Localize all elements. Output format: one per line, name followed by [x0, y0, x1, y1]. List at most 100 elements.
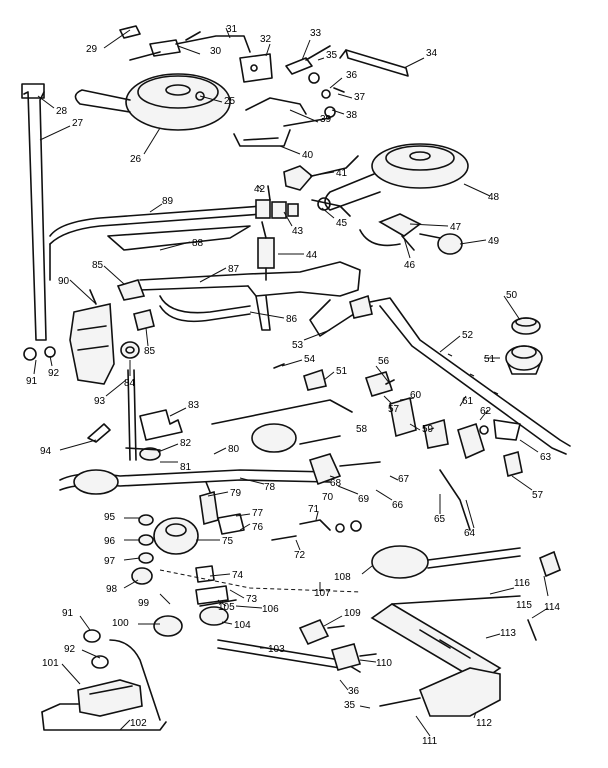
callout-90: 90	[58, 276, 70, 287]
bracket-40-part	[233, 129, 291, 147]
fitting-stack-95-98	[131, 514, 154, 585]
small-fitting-part	[321, 87, 345, 118]
callout-83: 83	[188, 400, 200, 411]
callout-29: 29	[86, 44, 98, 55]
callout-36-lower: 36	[348, 686, 360, 697]
callout-31: 31	[226, 24, 238, 35]
fitting-99	[153, 615, 183, 637]
callout-51-right: 51	[484, 354, 496, 365]
callout-59: 59	[422, 424, 434, 435]
callout-54: 54	[304, 354, 316, 365]
valve-69	[308, 453, 381, 486]
knob-51	[505, 345, 543, 375]
callout-26: 26	[130, 154, 142, 165]
callout-33: 33	[310, 28, 322, 39]
callout-35-lower: 35	[344, 700, 356, 711]
regulator-101	[77, 679, 143, 717]
callout-98: 98	[106, 584, 118, 595]
callout-36-top: 36	[346, 70, 358, 81]
callout-110: 110	[376, 658, 392, 669]
callout-25: 25	[224, 96, 236, 107]
callout-70: 70	[322, 492, 334, 503]
callout-80: 80	[228, 444, 240, 455]
valve-110	[330, 643, 377, 671]
tube-102	[41, 639, 167, 731]
callout-86: 86	[286, 314, 298, 325]
callout-109: 109	[344, 608, 361, 619]
callout-92-upper: 92	[48, 368, 60, 379]
manifold-tube-89	[49, 205, 263, 281]
callout-46: 46	[404, 260, 416, 271]
callout-89: 89	[162, 196, 174, 207]
callout-63: 63	[540, 452, 552, 463]
leader-lines	[33, 27, 549, 737]
callout-39: 39	[320, 114, 332, 125]
callout-53: 53	[292, 340, 304, 351]
plate-76	[217, 513, 245, 535]
callout-45: 45	[336, 218, 348, 229]
burner-part	[74, 73, 231, 131]
igniter-part	[285, 45, 331, 84]
callout-42: 42	[254, 184, 266, 195]
valve-114-115	[527, 550, 561, 641]
callout-62: 62	[480, 406, 492, 417]
valve-44	[257, 221, 275, 281]
burner-75	[153, 517, 199, 555]
callout-38: 38	[346, 110, 358, 121]
callout-111: 111	[422, 736, 438, 747]
tube-part	[21, 83, 47, 341]
callout-52: 52	[462, 330, 474, 341]
rod-93	[127, 369, 137, 461]
callout-50: 50	[506, 290, 518, 301]
bracket-part	[239, 53, 273, 83]
callout-27: 27	[72, 118, 84, 129]
callout-68: 68	[330, 478, 342, 489]
callout-labels: 29 30 31 32 33 34 35 36 37 38 25 28 27 2…	[26, 24, 560, 747]
callout-91-upper: 91	[26, 376, 38, 387]
callout-72: 72	[294, 550, 306, 561]
callout-87: 87	[228, 264, 240, 275]
callout-81: 81	[180, 462, 192, 473]
callout-34: 34	[426, 48, 438, 59]
callout-37: 37	[354, 92, 366, 103]
callout-96: 96	[104, 536, 116, 547]
callout-95: 95	[104, 512, 116, 523]
callout-69: 69	[358, 494, 370, 505]
mounting-strap-part	[339, 49, 409, 77]
burner-108	[371, 545, 521, 579]
cap-50	[511, 317, 541, 335]
callout-113: 113	[500, 628, 516, 639]
burner-80	[211, 399, 353, 453]
small-parts-73-74	[195, 565, 229, 605]
callout-115: 115	[516, 600, 532, 611]
callout-49: 49	[488, 236, 500, 247]
callout-91-lower: 91	[62, 608, 74, 619]
callout-103: 103	[268, 644, 285, 655]
orifice-tube-88	[107, 225, 251, 251]
callout-57-upper: 57	[388, 404, 400, 415]
callout-92-lower: 92	[64, 644, 76, 655]
callout-82: 82	[180, 438, 192, 449]
callout-64: 64	[464, 528, 476, 539]
tube-86	[159, 295, 251, 323]
callout-77: 77	[252, 508, 264, 519]
callout-97: 97	[104, 556, 116, 567]
callout-58: 58	[356, 424, 368, 435]
callout-114: 114	[544, 602, 560, 613]
manifold-113-116	[370, 595, 521, 683]
callout-106: 106	[262, 604, 279, 615]
callout-102: 102	[130, 718, 147, 729]
manifold-87	[139, 261, 361, 331]
small-parts-54-51	[273, 363, 327, 391]
callout-40: 40	[302, 150, 314, 161]
tube-52	[369, 297, 571, 455]
fitting-85	[116, 279, 155, 331]
small-parts-71-72	[271, 519, 362, 541]
callout-99: 99	[138, 598, 150, 609]
callout-41: 41	[336, 168, 348, 179]
valve-61-62	[457, 419, 521, 460]
callout-60: 60	[410, 390, 422, 401]
callout-84: 84	[124, 378, 136, 389]
tube-107	[159, 569, 361, 593]
bracket-83	[139, 409, 183, 441]
